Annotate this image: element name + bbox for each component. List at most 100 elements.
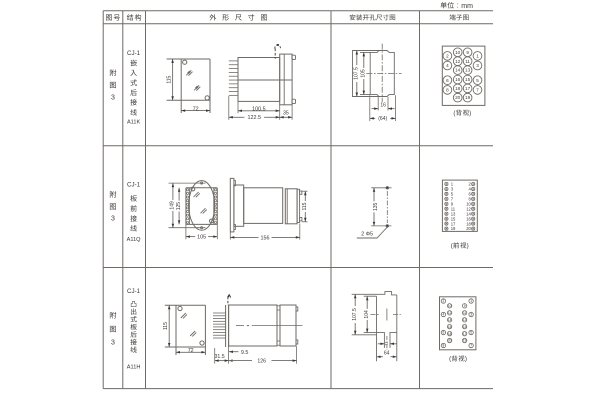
svg-text:3: 3 (476, 63, 479, 68)
svg-text:3: 3 (111, 340, 115, 347)
svg-text:2: 2 (446, 53, 449, 58)
svg-text::: : (456, 3, 458, 10)
svg-text:105: 105 (361, 69, 367, 78)
svg-text:16: 16 (380, 102, 386, 108)
svg-text:135: 135 (373, 202, 379, 211)
svg-text:10: 10 (466, 201, 471, 206)
svg-text:(: ( (449, 356, 452, 363)
svg-text:1: 1 (451, 182, 454, 187)
svg-text:107.5: 107.5 (352, 308, 358, 321)
svg-text:15: 15 (463, 325, 467, 329)
svg-text:18: 18 (448, 332, 452, 336)
svg-text:3: 3 (451, 187, 454, 192)
svg-text:18: 18 (455, 86, 461, 91)
svg-text:72: 72 (193, 107, 199, 113)
svg-text:9.5: 9.5 (241, 350, 249, 356)
svg-text:19: 19 (465, 95, 471, 100)
svg-text:20: 20 (466, 226, 471, 231)
svg-text:): ) (467, 243, 469, 250)
svg-text:11: 11 (465, 59, 470, 64)
svg-text:CJ-1: CJ-1 (127, 181, 141, 188)
svg-text:3: 3 (111, 95, 115, 102)
svg-text:8: 8 (446, 87, 449, 92)
svg-text:16: 16 (455, 77, 461, 82)
svg-text:122.5: 122.5 (248, 115, 262, 121)
svg-text:13: 13 (463, 318, 467, 322)
svg-text:35: 35 (283, 111, 289, 117)
svg-text:2: 2 (361, 232, 364, 238)
svg-text:17: 17 (465, 86, 471, 91)
svg-text:CJ-1: CJ-1 (127, 50, 141, 57)
svg-text:20: 20 (448, 339, 452, 343)
svg-text:12: 12 (466, 206, 471, 211)
svg-text:3: 3 (470, 313, 472, 317)
svg-text:10: 10 (448, 304, 452, 308)
svg-text:): ) (469, 110, 471, 117)
svg-text:6: 6 (446, 78, 449, 83)
svg-text:149: 149 (170, 201, 176, 210)
svg-text:(64): (64) (378, 116, 387, 122)
svg-text:3: 3 (111, 216, 115, 223)
svg-text:6: 6 (469, 192, 472, 197)
svg-text:19: 19 (451, 226, 456, 231)
svg-text:104: 104 (364, 310, 370, 319)
svg-text:A11H: A11H (127, 364, 141, 370)
svg-text:9: 9 (464, 304, 466, 308)
svg-text:107.5: 107.5 (354, 67, 360, 80)
svg-text:31.5: 31.5 (215, 354, 225, 360)
svg-text:A11Q: A11Q (127, 237, 142, 243)
svg-text:6: 6 (443, 331, 445, 335)
svg-text:2: 2 (469, 182, 472, 187)
svg-text:mm: mm (461, 3, 473, 10)
svg-text:(: ( (453, 110, 456, 117)
svg-text:100.5: 100.5 (252, 107, 266, 113)
svg-text:19: 19 (463, 339, 467, 343)
svg-text:14: 14 (466, 211, 471, 216)
svg-text:20: 20 (455, 95, 461, 100)
svg-text:13: 13 (451, 211, 456, 216)
svg-text:11: 11 (384, 342, 388, 346)
svg-text:8: 8 (469, 196, 472, 201)
svg-text:12: 12 (448, 311, 452, 315)
svg-text:CJ-1: CJ-1 (127, 288, 141, 295)
svg-text:17: 17 (451, 221, 456, 226)
svg-text:64: 64 (384, 350, 390, 356)
svg-text:5: 5 (451, 192, 454, 197)
svg-text:4: 4 (446, 63, 449, 68)
svg-text:7: 7 (451, 196, 454, 201)
svg-text:A11K: A11K (127, 120, 141, 126)
svg-text:115: 115 (302, 202, 308, 210)
svg-text:8: 8 (443, 344, 445, 348)
svg-text:14: 14 (448, 318, 452, 322)
svg-text:16: 16 (466, 216, 471, 221)
svg-text:125: 125 (176, 202, 182, 211)
svg-text:14: 14 (455, 68, 461, 73)
svg-text:15: 15 (451, 216, 456, 221)
svg-text:Φ5: Φ5 (366, 232, 373, 238)
svg-text:72: 72 (188, 348, 194, 354)
svg-text:13: 13 (465, 68, 471, 73)
svg-text:4: 4 (469, 187, 472, 192)
svg-text:5: 5 (470, 331, 472, 335)
svg-text:12: 12 (455, 59, 461, 64)
svg-text:7: 7 (476, 87, 479, 92)
svg-text:18: 18 (466, 221, 471, 226)
svg-text:11: 11 (463, 311, 467, 315)
svg-text:9: 9 (451, 201, 454, 206)
svg-text:7: 7 (470, 344, 472, 348)
svg-text:1: 1 (476, 53, 479, 58)
svg-text:105: 105 (197, 235, 206, 241)
svg-text:16: 16 (448, 325, 452, 329)
svg-text:4: 4 (443, 313, 445, 317)
svg-text:115: 115 (167, 75, 173, 83)
svg-text:11: 11 (451, 206, 456, 211)
svg-text:2: 2 (443, 299, 445, 303)
svg-text:(: ( (451, 243, 454, 250)
svg-text:17: 17 (463, 332, 467, 336)
svg-text:126: 126 (257, 359, 266, 365)
svg-text:15: 15 (465, 77, 471, 82)
svg-text:1: 1 (470, 299, 472, 303)
svg-text:): ) (465, 356, 467, 363)
svg-text:115: 115 (163, 322, 169, 330)
svg-text:10: 10 (455, 50, 461, 55)
